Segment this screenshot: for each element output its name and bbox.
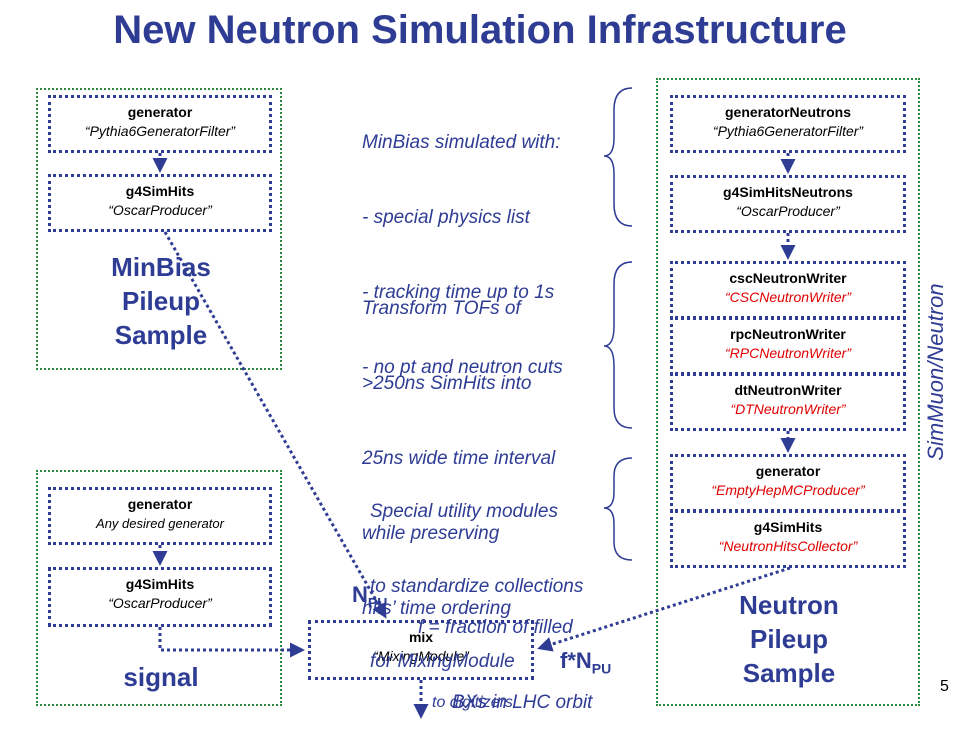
module-class: “OscarProducer” bbox=[108, 595, 212, 611]
neutron-generator-box[interactable]: generatorNeutrons “Pythia6GeneratorFilte… bbox=[670, 95, 906, 153]
label-line: Pileup bbox=[121, 286, 200, 316]
to-digitizers-label: to digitizers bbox=[432, 694, 513, 711]
transform-note: Transform TOFs of >250ns SimHits into 25… bbox=[362, 246, 555, 646]
note-line: while preserving bbox=[362, 523, 500, 544]
note-line: 25ns wide time interval bbox=[362, 448, 556, 469]
minbias-g4simhits-box[interactable]: g4SimHits “OscarProducer” bbox=[48, 174, 272, 232]
neutron-pileup-group bbox=[656, 78, 920, 706]
mix-box[interactable]: mix “MixingModule” bbox=[308, 620, 534, 680]
module-name: g4SimHits bbox=[753, 519, 823, 535]
label-line: Sample bbox=[742, 658, 836, 688]
npu-base: N bbox=[352, 582, 368, 607]
module-class: Any desired generator bbox=[96, 516, 224, 531]
brace-transform bbox=[603, 261, 633, 429]
minbias-pileup-group bbox=[36, 88, 282, 370]
module-name: cscNeutronWriter bbox=[729, 270, 847, 286]
module-class: “DTNeutronWriter” bbox=[730, 401, 846, 417]
note-line: - special physics list bbox=[362, 207, 530, 228]
label-line: MinBias bbox=[111, 252, 211, 282]
minbias-sim-note: MinBias simulated with: - special physic… bbox=[362, 80, 563, 405]
arrow-signal-to-mix bbox=[158, 627, 305, 658]
module-name: dtNeutronWriter bbox=[734, 382, 842, 398]
module-class: “Pythia6GeneratorFilter” bbox=[712, 123, 864, 139]
page-number: 5 bbox=[940, 678, 949, 695]
note-line: Special utility modules bbox=[370, 501, 558, 522]
brace-minbias bbox=[603, 87, 633, 227]
module-name: generator bbox=[127, 496, 193, 512]
module-name: g4SimHits bbox=[125, 576, 195, 592]
module-name: g4SimHitsNeutrons bbox=[723, 184, 853, 200]
note-line: Transform TOFs of bbox=[362, 298, 521, 319]
module-class: “Pythia6GeneratorFilter” bbox=[84, 123, 236, 139]
signal-generator-box[interactable]: generator Any desired generator bbox=[48, 487, 272, 545]
signal-group-label: signal bbox=[123, 662, 199, 692]
module-name: g4SimHits bbox=[125, 183, 195, 199]
module-name: generatorNeutrons bbox=[724, 104, 852, 120]
module-class: “EmptyHepMCProducer” bbox=[711, 482, 865, 498]
signal-group bbox=[36, 470, 282, 706]
label-line: Pileup bbox=[749, 624, 828, 654]
note-line: for MixingModule bbox=[370, 651, 515, 672]
module-class: “RPCNeutronWriter” bbox=[724, 345, 851, 361]
note-line: to standardize collections bbox=[370, 576, 584, 597]
dt-neutron-writer-box[interactable]: dtNeutronWriter “DTNeutronWriter” bbox=[670, 373, 906, 431]
neutron-g4simhits-box[interactable]: g4SimHitsNeutrons “OscarProducer” bbox=[670, 175, 906, 233]
note-line: >250ns SimHits into bbox=[362, 373, 532, 394]
fnpu-sub: PU bbox=[591, 660, 612, 677]
module-name: generator bbox=[127, 104, 193, 120]
note-line: - tracking time up to 1s bbox=[362, 282, 555, 303]
neutron-group-label: Neutron Pileup Sample bbox=[720, 588, 858, 690]
brace-utility bbox=[603, 457, 633, 561]
note-line: MinBias simulated with: bbox=[362, 132, 561, 153]
slide-title: New Neutron Simulation Infrastructure bbox=[113, 8, 847, 52]
arrow-minbias-to-mix bbox=[163, 231, 387, 619]
connectors-layer bbox=[152, 87, 796, 719]
fnpu-base: f*N bbox=[560, 648, 592, 673]
fraction-note: f = fraction of filled BXs in LHC orbit bbox=[418, 565, 592, 740]
signal-g4simhits-box[interactable]: g4SimHits “OscarProducer” bbox=[48, 567, 272, 627]
label-line: Sample bbox=[114, 320, 208, 350]
note-line: BXs in LHC orbit bbox=[452, 692, 593, 713]
note-line: f = fraction of filled bbox=[418, 617, 573, 638]
utility-note: Special utility modules to standardize c… bbox=[370, 449, 583, 699]
note-line: - no pt and neutron cuts bbox=[362, 357, 563, 378]
module-class: “MixingModule” bbox=[373, 648, 469, 664]
minbias-group-label: MinBias Pileup Sample bbox=[96, 250, 226, 352]
module-class: “OscarProducer” bbox=[736, 203, 840, 219]
fnpu-label: f*NPU bbox=[560, 648, 611, 676]
label-line: Neutron bbox=[739, 590, 839, 620]
module-class: “CSCNeutronWriter” bbox=[724, 289, 851, 305]
module-class: “OscarProducer” bbox=[108, 202, 212, 218]
module-name: mix bbox=[408, 629, 434, 645]
neutron-hits-collector-box[interactable]: g4SimHits “NeutronHitsCollector” bbox=[670, 510, 906, 568]
minbias-generator-box[interactable]: generator “Pythia6GeneratorFilter” bbox=[48, 95, 272, 153]
arrow-neutron-to-mix bbox=[537, 566, 791, 652]
module-class: “NeutronHitsCollector” bbox=[718, 538, 858, 554]
module-name: generator bbox=[755, 463, 821, 479]
module-name: rpcNeutronWriter bbox=[730, 326, 846, 342]
